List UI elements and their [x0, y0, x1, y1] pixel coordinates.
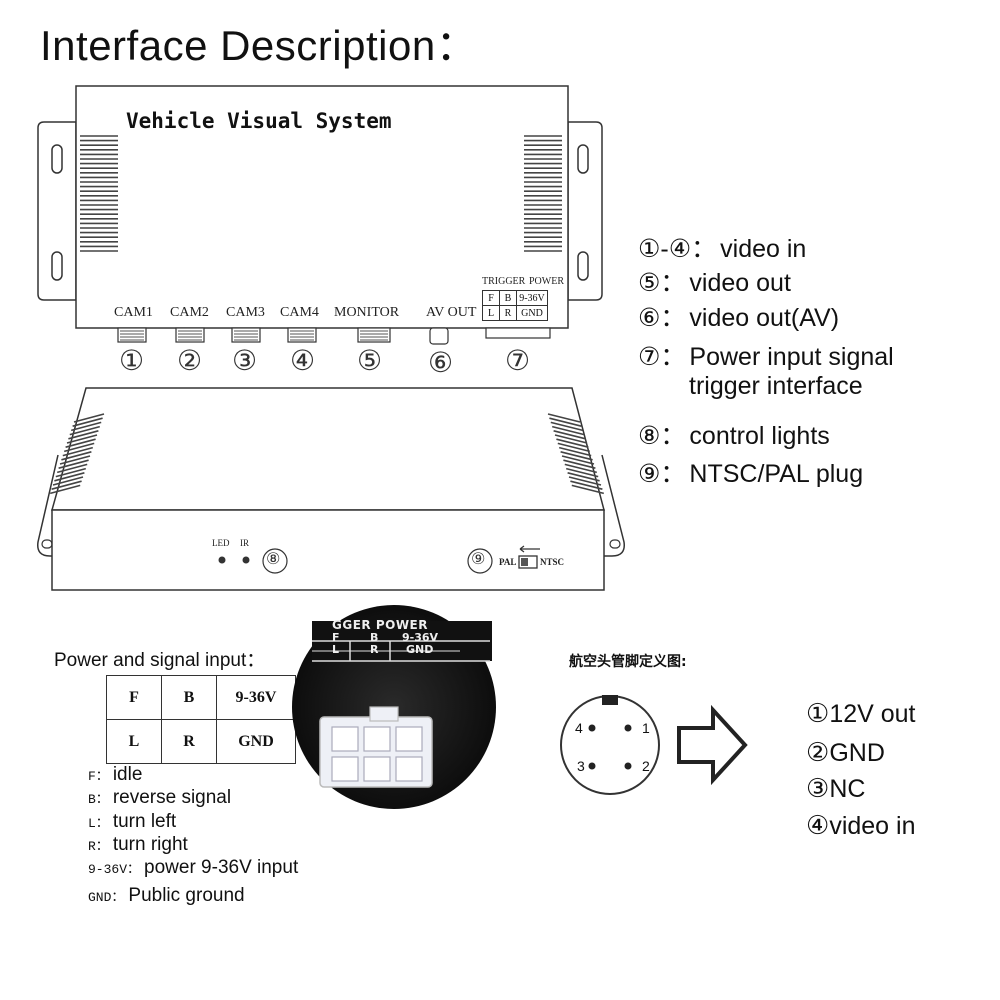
- rear-connectors: [117, 327, 551, 345]
- left-vent-grille: [80, 135, 118, 252]
- port-label-monitor: MONITOR: [334, 305, 400, 320]
- pin-definition: B：reverse signal: [88, 787, 232, 808]
- pin-label-2: 2: [642, 758, 650, 774]
- ir-indicator: [242, 556, 250, 564]
- port-number: ⑦: [505, 345, 531, 376]
- pin-cell: 9-36V: [216, 675, 296, 720]
- pin-definition: GND：Public ground: [88, 885, 245, 906]
- pin-label-1: 1: [642, 720, 650, 736]
- pin-label-4: 4: [575, 720, 583, 736]
- legend-item: ⑦：Power input signal: [638, 343, 894, 371]
- aviation-connector-diagram: [560, 695, 748, 795]
- legend-item: ⑥：video out(AV): [638, 304, 840, 332]
- connector-closeup-photo: [292, 605, 496, 809]
- ntsc-label: NTSC: [540, 557, 565, 567]
- aviation-pin-item: ①12V out: [806, 698, 916, 728]
- pin-cell: L: [106, 719, 162, 764]
- port-number: ②: [177, 345, 203, 376]
- photo-cell: GND: [406, 643, 434, 656]
- right-mount-bracket: [567, 121, 603, 301]
- device-cell: GND: [516, 305, 548, 321]
- photo-header: GGER POWER: [332, 618, 428, 632]
- lights-number: ⑧: [266, 551, 281, 568]
- power-pin-table: F B 9-36V L R GND: [106, 675, 296, 764]
- pal-label: PAL: [499, 557, 517, 567]
- photo-cell: L: [332, 643, 340, 656]
- pin-cell: GND: [216, 719, 296, 764]
- device-cell: R: [499, 305, 517, 321]
- port-number: ④: [290, 345, 316, 376]
- power-section-title: Power and signal input：: [54, 650, 266, 671]
- pin-label-3: 3: [577, 758, 585, 774]
- pin-cell: B: [161, 675, 217, 720]
- ir-label: IR: [240, 538, 249, 548]
- led-label: LED: [212, 538, 230, 548]
- led-indicator: [218, 556, 226, 564]
- photo-cell: F: [332, 631, 340, 644]
- photo-cell: R: [370, 643, 379, 656]
- port-number: ⑥: [428, 347, 454, 378]
- device-cell: F: [482, 290, 500, 306]
- aviation-title: 航空头管脚定义图:: [569, 654, 687, 670]
- legend-item: ⑨：NTSC/PAL plug: [638, 460, 864, 488]
- legend-item: trigger interface: [689, 372, 863, 400]
- pin-definition: 9-36V：power 9-36V input: [88, 857, 299, 878]
- pin-cell: R: [161, 719, 217, 764]
- device-trigger-table: F B 9-36V L R GND: [482, 290, 548, 321]
- front-right-vent: [547, 413, 604, 495]
- aviation-pin-item: ④video in: [806, 810, 916, 840]
- port-number: ①: [119, 345, 145, 376]
- device-name: Vehicle Visual System: [126, 109, 392, 133]
- right-arrow-icon: [677, 704, 748, 786]
- photo-cell: 9-36V: [402, 631, 439, 644]
- port-number: ⑤: [357, 345, 383, 376]
- legend-item: ①-④：video in: [638, 235, 807, 263]
- device-front-diagram: [37, 387, 625, 591]
- switch-number: ⑨: [471, 551, 486, 568]
- pin-cell: F: [106, 675, 162, 720]
- power-header-label: POWER: [529, 276, 564, 287]
- port-number: ③: [232, 345, 258, 376]
- port-label-av-out: AV OUT: [426, 305, 477, 320]
- device-cell: L: [482, 305, 500, 321]
- page-title: Interface Description：: [40, 22, 479, 69]
- right-vent-grille: [524, 135, 562, 252]
- device-cell: B: [499, 290, 517, 306]
- trigger-header-label: TRIGGER: [482, 276, 526, 287]
- port-label-cam2: CAM2: [170, 305, 209, 320]
- pin-definition: L：turn left: [88, 811, 177, 832]
- left-mount-bracket: [37, 121, 77, 301]
- switch-arrow-icon: [519, 545, 540, 553]
- legend-item: ⑧：control lights: [638, 422, 830, 450]
- aviation-pin-item: ③NC: [806, 773, 866, 803]
- device-cell: 9-36V: [516, 290, 548, 306]
- port-label-cam4: CAM4: [280, 305, 319, 320]
- device-rear-diagram: [37, 85, 625, 591]
- port-label-cam1: CAM1: [114, 305, 153, 320]
- device-body: [75, 85, 569, 329]
- port-label-cam3: CAM3: [226, 305, 265, 320]
- legend-item: ⑤：video out: [638, 269, 791, 297]
- aviation-pin-item: ②GND: [806, 737, 885, 767]
- photo-cell: B: [370, 631, 379, 644]
- pin-definition: F：idle: [88, 764, 143, 785]
- pin-definition: R：turn right: [88, 834, 188, 855]
- front-left-vent: [49, 413, 105, 495]
